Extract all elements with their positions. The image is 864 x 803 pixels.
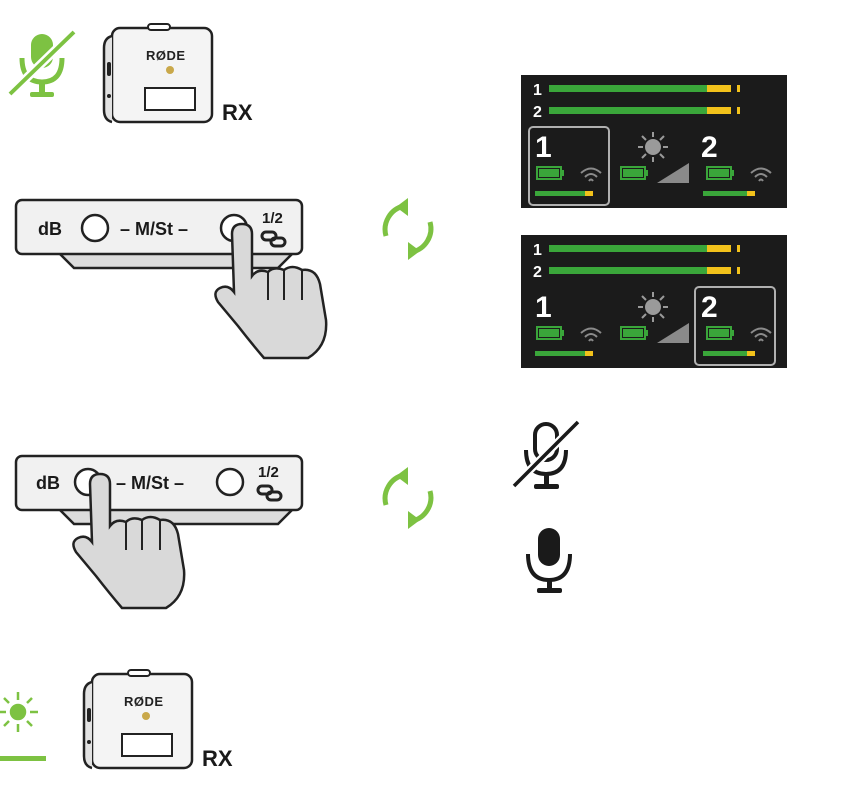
meter-2-label: 2 bbox=[533, 264, 542, 281]
battery-icon bbox=[706, 166, 734, 180]
channel-2-number: 2 bbox=[701, 291, 718, 324]
channel-1-number: 1 bbox=[535, 131, 552, 164]
receiver-device-bottom: RØDE bbox=[80, 668, 200, 778]
battery-icon bbox=[706, 326, 734, 340]
meter-1-green bbox=[549, 85, 707, 92]
db-button[interactable] bbox=[80, 213, 110, 243]
level-wedge-icon bbox=[657, 323, 689, 343]
battery-icon bbox=[620, 166, 648, 180]
mode-button[interactable] bbox=[215, 467, 245, 497]
receiver-body bbox=[102, 23, 214, 124]
wifi-icon bbox=[580, 167, 602, 182]
receiver-brand: RØDE bbox=[124, 694, 164, 709]
db-label: dB bbox=[38, 219, 62, 239]
channel-label: 1/2 bbox=[262, 210, 283, 227]
selection-box-channel-1 bbox=[528, 126, 610, 206]
battery-icon bbox=[620, 326, 648, 340]
channel-label: 1/2 bbox=[258, 464, 279, 481]
receiver-label: RX bbox=[202, 746, 233, 771]
meter-1-label: 1 bbox=[533, 242, 542, 259]
selection-box-channel-2 bbox=[694, 286, 776, 366]
meter-1-label: 1 bbox=[533, 82, 542, 99]
channel-2-number: 2 bbox=[701, 131, 718, 164]
mic-muted-icon-green bbox=[6, 28, 78, 98]
battery-icon bbox=[536, 326, 564, 340]
receiver-device-top: RØDE bbox=[100, 22, 220, 132]
link-icon bbox=[260, 230, 287, 248]
mode-label: – M/St – bbox=[116, 473, 184, 493]
meter-2-yellow bbox=[707, 107, 731, 114]
receiver-label: RX bbox=[222, 100, 253, 125]
channel-1-number: 1 bbox=[535, 291, 552, 324]
level-wedge-icon bbox=[657, 163, 689, 183]
wifi-icon bbox=[750, 327, 772, 342]
receiver-screen-1: 1 2 1 2 bbox=[521, 75, 787, 208]
mic-icon bbox=[526, 528, 572, 593]
wifi-icon bbox=[750, 167, 772, 182]
db-label: dB bbox=[36, 473, 60, 493]
battery-icon bbox=[536, 166, 564, 180]
wifi-icon bbox=[580, 327, 602, 342]
cycle-arrows-icon bbox=[382, 467, 434, 529]
receiver-brand: RØDE bbox=[146, 48, 186, 63]
sun-icon bbox=[638, 292, 668, 322]
mic-muted-icon bbox=[511, 419, 581, 489]
led-sun-icon-green bbox=[0, 692, 46, 761]
mode-label: – M/St – bbox=[120, 219, 188, 239]
hand-pointer-icon bbox=[72, 472, 186, 610]
receiver-screen-2: 1 2 1 2 bbox=[521, 235, 787, 368]
receiver-body bbox=[82, 669, 194, 770]
meter-2-label: 2 bbox=[533, 104, 542, 121]
meter-1-yellow bbox=[707, 85, 731, 92]
hand-pointer-icon bbox=[214, 222, 328, 360]
sun-icon bbox=[638, 132, 668, 162]
cycle-arrows-icon bbox=[382, 198, 434, 260]
link-icon bbox=[256, 484, 283, 502]
button-panel-2: dB – M/St – 1/2 bbox=[14, 454, 304, 526]
meter-2-green bbox=[549, 107, 707, 114]
button-panel-1: dB – M/St – 1/2 bbox=[14, 198, 304, 270]
